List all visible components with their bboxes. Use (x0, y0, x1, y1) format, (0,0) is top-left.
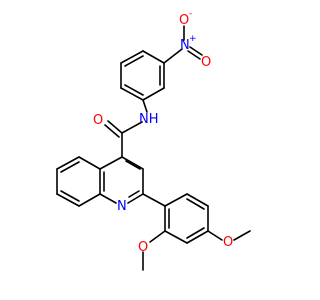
methoxy-left (142, 230, 166, 271)
biaryl-bond (142, 193, 166, 207)
methoxy-oxygen-left-label: O (138, 240, 148, 255)
amide-linker (104, 99, 148, 158)
bonds (56, 25, 251, 271)
methoxy-right (207, 230, 251, 241)
quinoline-nitrogen-label: N (117, 199, 127, 214)
nitro-group (163, 25, 203, 64)
dimethoxyphenyl-ring (164, 193, 209, 244)
amide-oxygen-label: O (93, 113, 103, 128)
methoxy-oxygen-right-label: O (223, 235, 233, 250)
atom-labels: N + O - O NH O N O O (93, 9, 233, 255)
quinoline-pyridine-ring (99, 156, 144, 204)
molecule-structure: N + O - O NH O N O O (56, 9, 251, 271)
quinoline-benzo-ring (56, 156, 101, 207)
amide-nh-label: NH (139, 112, 159, 127)
nitro-oxygen-right-label: O (201, 55, 211, 70)
nitro-minus-charge: - (189, 9, 192, 19)
nitro-plus-charge: + (189, 34, 197, 44)
nitrophenyl-ring (120, 50, 165, 101)
nitro-oxygen-top-label: O (179, 13, 189, 28)
nitro-nitrogen-label: N (180, 38, 190, 53)
